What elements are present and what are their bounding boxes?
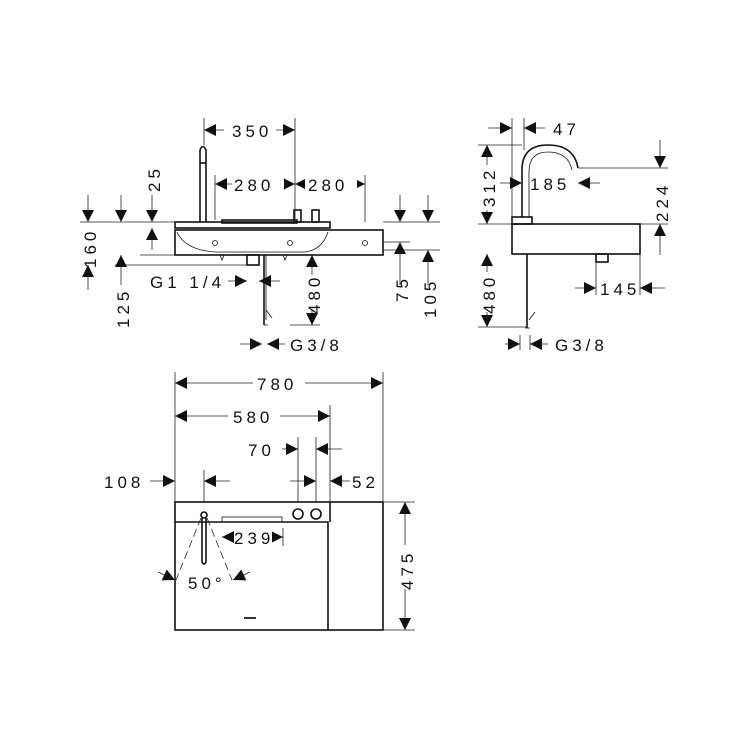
dim-350-label: 350	[232, 122, 272, 141]
dim-475-label: 475	[398, 550, 417, 590]
dim-224-label: 224	[653, 182, 672, 222]
dim-480-front-label: 480	[305, 274, 324, 314]
supply-thread-side-label: G3/8	[555, 336, 608, 355]
side-view: 47 312 185 224 480 145 G3/8	[478, 118, 672, 355]
dim-47-label: 47	[553, 120, 580, 139]
dim-52-label: 52	[352, 473, 379, 492]
front-view: 350 280 280 160 125 25 75 105 480 G1 1/4	[80, 118, 440, 355]
dim-160-label: 160	[81, 228, 100, 268]
basin-side-outline	[511, 223, 641, 255]
dim-70-label: 70	[248, 441, 275, 460]
dim-185-label: 185	[530, 175, 570, 194]
supply-thread-front-label: G3/8	[290, 336, 343, 355]
dim-480-side-label: 480	[480, 274, 499, 314]
dim-280-left-label: 280	[234, 176, 274, 195]
basin-top-outline	[174, 501, 384, 631]
dim-580-label: 580	[233, 408, 273, 427]
dim-145-label: 145	[600, 280, 640, 299]
dim-239-label: 239	[234, 529, 274, 548]
spout-front	[199, 145, 207, 222]
dim-780-label: 780	[257, 375, 297, 394]
dim-105-label: 105	[421, 278, 440, 318]
top-view: 780 580 70 108 52 239 475 50°	[104, 372, 417, 631]
dim-125-label: 125	[114, 288, 133, 328]
spout-top	[201, 518, 207, 565]
swivel-angle-label: 50°	[188, 574, 226, 593]
spout-side	[521, 144, 579, 217]
handles-front	[293, 209, 320, 223]
dim-108-label: 108	[104, 473, 144, 492]
dim-75-label: 75	[393, 275, 412, 302]
dim-312-label: 312	[480, 167, 499, 207]
waste-and-hose-front	[219, 254, 288, 326]
waste-thread-label: G1 1/4	[150, 273, 225, 292]
dim-280-right-label: 280	[308, 176, 348, 195]
basin-front-outline	[174, 219, 384, 256]
dim-25-label: 25	[145, 165, 164, 192]
